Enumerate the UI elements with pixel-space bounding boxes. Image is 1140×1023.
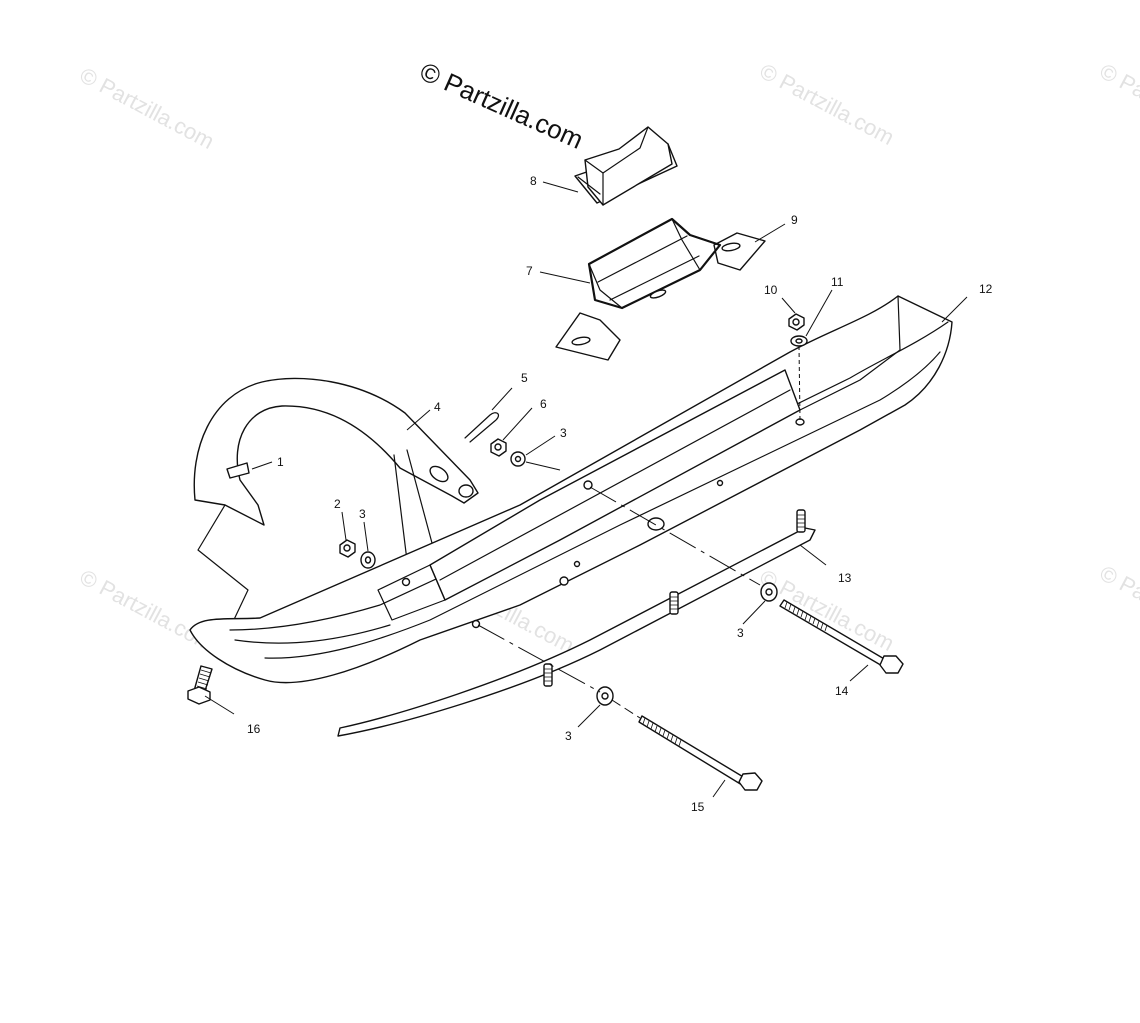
watermark-top-right: © Partzilla.com	[1096, 58, 1140, 150]
watermark-mid-right-b: © Partzilla.com	[1096, 560, 1140, 652]
callout-12: 12	[979, 282, 993, 296]
callout-3c: 3	[737, 626, 744, 640]
part-15-bolt	[638, 715, 746, 786]
callout-1: 1	[277, 455, 284, 469]
watermark-top-left: © Partzilla.com	[76, 62, 219, 154]
callout-14: 14	[835, 684, 849, 698]
callout-10: 10	[764, 283, 778, 297]
main-watermark: © Partzilla.com	[416, 56, 588, 155]
callout-9: 9	[791, 213, 798, 227]
part-13-wear-bar	[337, 509, 816, 737]
part-5-cotter-pin	[464, 412, 500, 443]
callout-3a: 3	[359, 507, 366, 521]
hardware	[187, 313, 904, 791]
callout-7: 7	[526, 264, 533, 278]
part-8-pad	[574, 126, 678, 206]
watermark-mid-left: © Partzilla.com	[76, 564, 219, 656]
callout-13: 13	[838, 571, 852, 585]
part-7-saddle	[555, 217, 766, 361]
watermark-mid-right-a: © Partzilla.com	[756, 564, 899, 656]
callout-16: 16	[247, 722, 261, 736]
callout-2: 2	[334, 497, 341, 511]
callout-11: 11	[831, 275, 844, 289]
callout-3d: 3	[565, 729, 572, 743]
callout-labels: 1 2 3 3 3 3 3 4 5 6 7 8 9 10 11 12 13 14…	[247, 174, 993, 814]
leader-lines	[204, 181, 968, 798]
callout-3b: 3	[560, 426, 567, 440]
watermark-top-center: © Partzilla.com	[756, 58, 899, 150]
callout-15: 15	[691, 800, 705, 814]
callout-6: 6	[540, 397, 547, 411]
callout-5: 5	[521, 371, 528, 385]
callout-8: 8	[530, 174, 537, 188]
part-12-ski	[189, 295, 953, 684]
callout-4: 4	[434, 400, 441, 414]
